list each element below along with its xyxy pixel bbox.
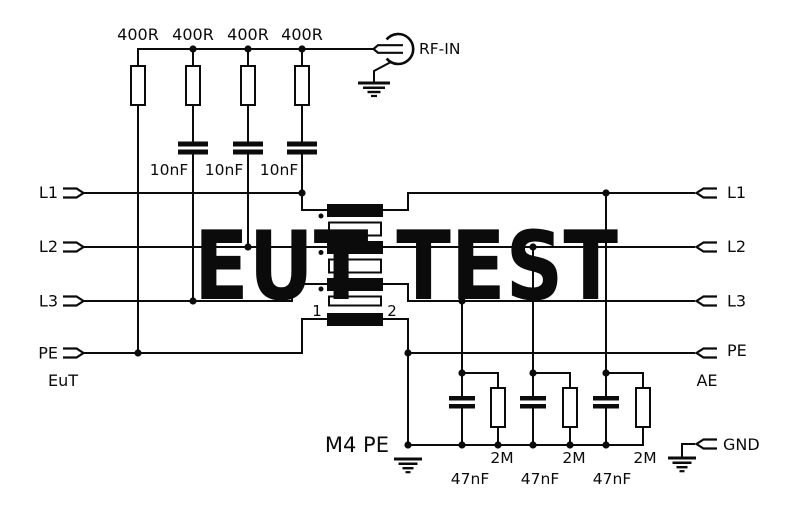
- label-2m-1: 2M: [490, 449, 513, 467]
- label-ae-l1: L1: [727, 183, 746, 202]
- choke-core-2: [328, 258, 382, 274]
- wire-l1-right: [382, 192, 695, 211]
- wire-rc3: [605, 192, 644, 446]
- capacitor-47nf-1: [449, 396, 475, 409]
- label-10nf-3: 10nF: [260, 161, 299, 179]
- rf-connector: [371, 32, 415, 66]
- choke-core-1: [328, 221, 382, 237]
- wire-rc1: [461, 300, 499, 446]
- resistor-2m-1: [490, 387, 506, 428]
- pe-earth-icon: [394, 457, 422, 474]
- rf-connector-pin: [371, 44, 403, 54]
- label-eut-l2: L2: [39, 237, 58, 256]
- choke-winding-l3: [327, 278, 383, 291]
- polarity-dot-1: [318, 213, 324, 219]
- label-47nf-2: 47nF: [521, 470, 560, 488]
- label-2m-3: 2M: [633, 449, 656, 467]
- label-47nf-1: 47nF: [451, 470, 490, 488]
- resistor-2m-2: [562, 387, 578, 428]
- top-resistors: [130, 65, 310, 106]
- gnd-earth-icon: [668, 456, 696, 473]
- label-ae-l2: L2: [727, 237, 746, 256]
- polarity-dot-2: [318, 250, 324, 255]
- rf-earth-icon: [358, 81, 390, 98]
- label-ae-pe: PE: [727, 341, 747, 360]
- rf-connector-shell-arc: [385, 32, 415, 66]
- capacitor-47nf-2: [520, 396, 546, 409]
- label-400r-4: 400R: [281, 25, 323, 44]
- capacitor-10nf-3: [287, 141, 317, 155]
- label-400r-2: 400R: [172, 25, 214, 44]
- label-2m-2: 2M: [562, 449, 585, 467]
- junction-dots: [134, 45, 610, 449]
- terminal-ae-l2: [694, 241, 717, 253]
- capacitor-47nf-3: [593, 396, 619, 409]
- label-ae: AE: [696, 371, 717, 390]
- resistor-400r-4: [294, 65, 310, 106]
- terminals: [63, 187, 717, 450]
- wire-rc2: [532, 246, 571, 446]
- coupling-capacitors: [178, 141, 317, 155]
- choke-core-3: [328, 295, 382, 307]
- resistor-400r-3: [240, 65, 256, 106]
- label-10nf-1: 10nF: [150, 161, 189, 179]
- choke-winding-l1: [327, 204, 383, 217]
- label-rf-in: RF-IN: [419, 40, 460, 58]
- wire-gnd-link: [681, 443, 695, 459]
- label-m4-pe: M4 PE: [325, 433, 389, 457]
- wire-pe-left: [82, 318, 328, 354]
- capacitor-10nf-2: [233, 141, 263, 155]
- terminal-eut-l3: [63, 295, 86, 307]
- capacitor-10nf-1: [178, 141, 208, 155]
- choke-winding-pe: [327, 313, 383, 326]
- label-47nf-3: 47nF: [593, 470, 632, 488]
- label-eut: EuT: [48, 371, 78, 390]
- label-choke-pin2: 2: [387, 302, 397, 320]
- terminal-ae-l1: [694, 187, 717, 199]
- choke-winding-l2: [327, 241, 383, 254]
- polarity-dot-3: [318, 286, 324, 292]
- terminal-ae-l3: [694, 295, 717, 307]
- label-choke-pin1: 1: [312, 302, 322, 320]
- bleed-resistors: [490, 387, 651, 428]
- labels: 400R 400R 400R 400R RF-IN 10nF 10nF 10nF…: [38, 25, 759, 488]
- terminal-eut-l2: [63, 241, 86, 253]
- bottom-capacitors: [449, 396, 619, 409]
- label-gnd: GND: [723, 435, 760, 454]
- watermark-text: EUT TEST: [194, 212, 618, 322]
- wire-l3-left: [82, 283, 328, 302]
- choke-transformer: [318, 204, 383, 326]
- wire-l3-right: [382, 283, 695, 302]
- label-10nf-2: 10nF: [205, 161, 244, 179]
- wire-rf-shell: [373, 60, 393, 84]
- resistor-400r-1: [130, 65, 146, 106]
- resistor-2m-3: [635, 387, 651, 428]
- terminal-gnd: [694, 438, 717, 450]
- label-eut-l3: L3: [39, 292, 58, 311]
- terminal-eut-pe: [63, 347, 86, 359]
- resistor-400r-2: [185, 65, 201, 106]
- terminal-eut-l1: [63, 187, 86, 199]
- label-ae-l3: L3: [727, 292, 746, 311]
- terminal-ae-pe: [694, 347, 717, 359]
- label-eut-pe: PE: [38, 344, 58, 363]
- label-400r-3: 400R: [227, 25, 269, 44]
- label-400r-1: 400R: [117, 25, 159, 44]
- label-eut-l1: L1: [39, 183, 58, 202]
- wire-pe-choke-out: [382, 318, 409, 446]
